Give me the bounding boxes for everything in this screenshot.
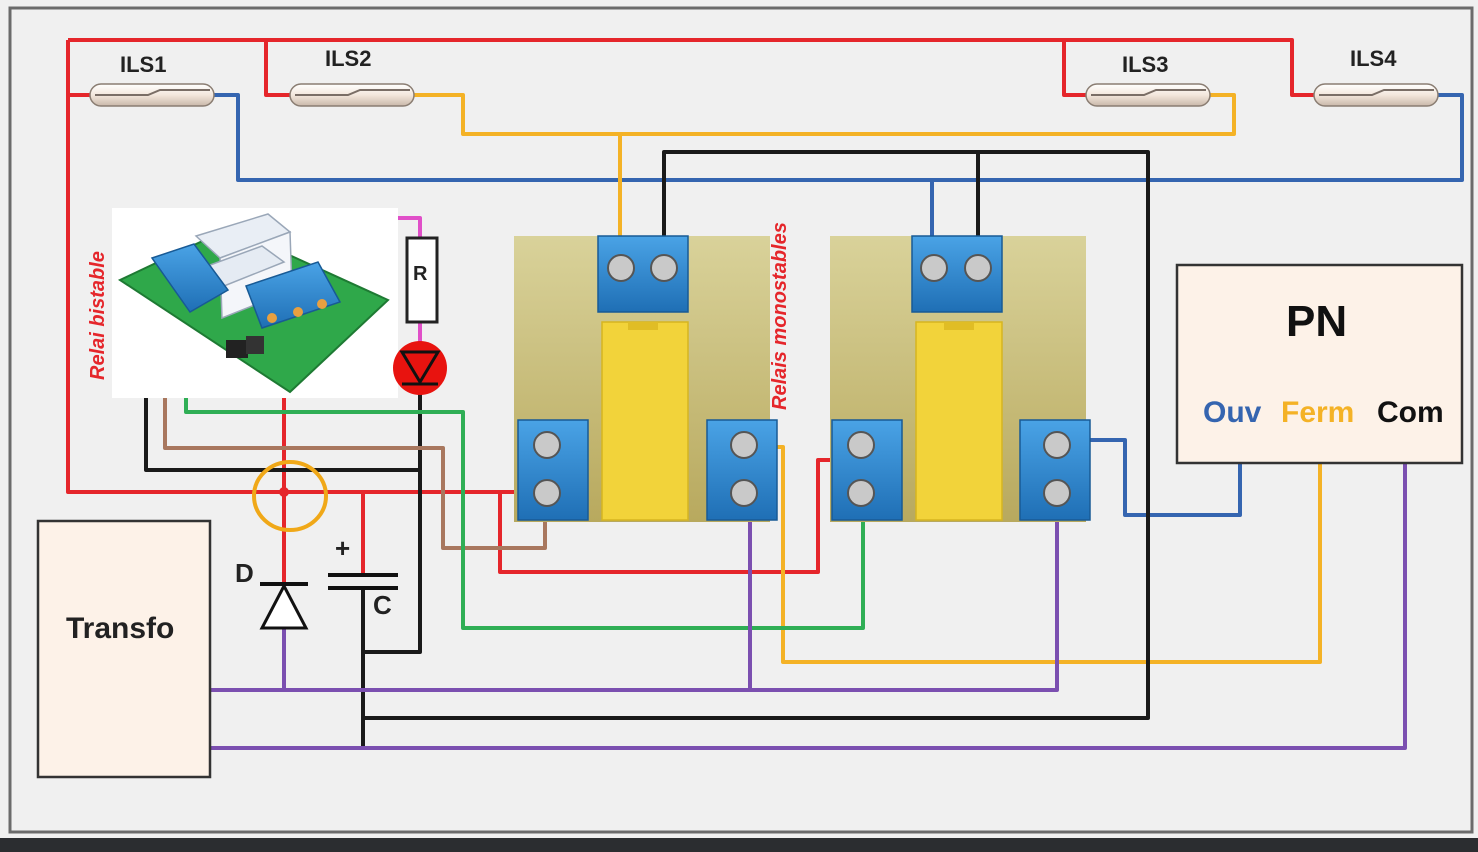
wire-purple-com [210,463,1407,750]
transfo-box [36,519,212,779]
diode-label: D [235,558,254,588]
monostable-relay-1 [514,235,778,522]
screw [1043,479,1071,507]
monostable-relay-2 [830,235,1091,522]
wire-red-ils2 [264,40,292,97]
screw [920,254,948,282]
wire-red-main [68,38,1315,97]
screw [650,254,678,282]
screw [533,479,561,507]
wire-blue-ouv [1060,438,1242,517]
bistable-relay-board [112,208,398,398]
relay-coil-top [944,322,974,330]
pn-ferm-label: Ferm [1281,396,1354,429]
ils2-label: ILS2 [325,46,371,71]
diagram-frame [8,6,1474,834]
reed-contacts [1319,89,1434,96]
relai-bistable-label: Relai bistable [87,251,109,380]
terminal-left [150,243,230,313]
resistor-label: R [413,263,428,285]
junction-dot [279,487,289,497]
component [226,340,248,358]
wire-blue-main [212,93,1464,182]
component [246,336,264,354]
wire-red-ils3 [1062,40,1088,97]
wire-purple-mid [210,495,1059,692]
relay-coil [601,321,689,521]
capacitor-label: C [373,590,392,620]
relay-coil-top [628,322,658,330]
terminal-right [245,261,342,329]
wire-black-top [363,150,1150,720]
resistor: R [405,236,439,324]
led-triangle [399,350,441,385]
reed-contacts [95,89,210,96]
resistor-body [405,236,439,324]
diode [259,582,309,630]
reed-switch-ils4 [1313,83,1439,107]
screw [847,479,875,507]
reed-switch-ils3 [1085,83,1211,107]
screw [533,431,561,459]
wire-red-link [498,458,848,574]
reed-contacts [1091,89,1206,96]
screw [1043,431,1071,459]
wire-green [184,340,865,630]
pn-box [1175,263,1464,465]
screw [317,299,327,309]
relais-monostables-label: Relais monostables [769,222,791,410]
screw [730,479,758,507]
junction-highlight [252,460,328,532]
relay-coil [915,321,1003,521]
ils1-label: ILS1 [120,52,166,77]
transfo-label: Transfo [66,612,174,645]
screw [267,313,277,323]
screw [607,254,635,282]
led [393,341,447,395]
capacitor-plus-label: + [335,533,350,563]
led-body [393,341,447,395]
diode-triangle [259,582,309,630]
screw [293,307,303,317]
reed-switch-ils2 [289,83,415,107]
pn-com-label: Com [1377,396,1444,429]
wire-black-led [363,385,422,654]
wire-orange-ils [412,93,1236,136]
screw [730,431,758,459]
screw [847,431,875,459]
pn-title: PN [1286,297,1347,346]
reed-contacts [295,89,410,96]
pn-ouv-label: Ouv [1203,396,1262,429]
capacitor [328,573,398,590]
ils3-label: ILS3 [1122,52,1168,77]
reed-switch-ils1 [89,83,215,107]
ils4-label: ILS4 [1350,46,1397,71]
screw [964,254,992,282]
